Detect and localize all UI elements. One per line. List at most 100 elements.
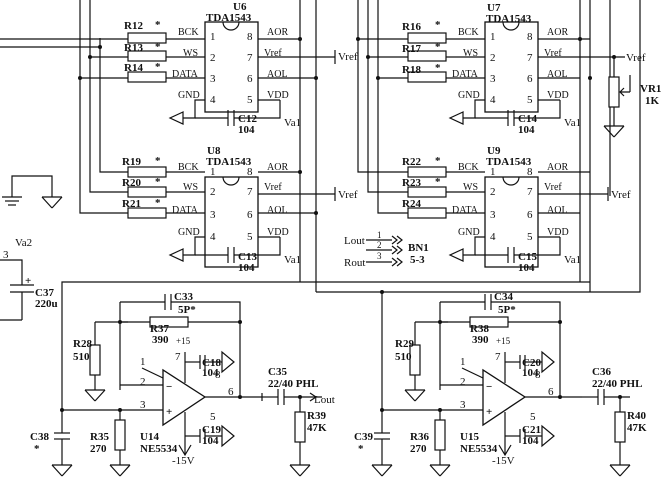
rload-label: R40 bbox=[627, 410, 646, 422]
va2-label: Va2 bbox=[15, 237, 32, 249]
chip-notch bbox=[222, 21, 240, 31]
resistor-label: R21 bbox=[122, 198, 141, 210]
pin-num: 7 bbox=[527, 186, 533, 198]
cout-value: 22/40 PHL bbox=[268, 378, 318, 390]
rgnd-value: 270 bbox=[90, 443, 107, 455]
amp-part: NE5534 bbox=[140, 443, 178, 455]
pin-ws: WS bbox=[463, 182, 478, 193]
star-mark: * bbox=[435, 62, 441, 74]
ground-icon bbox=[41, 196, 63, 209]
cf-label: C33 bbox=[174, 291, 193, 303]
pin-num: 4 bbox=[490, 94, 496, 106]
resistor-r39 bbox=[294, 411, 306, 443]
pin-vref: Vref bbox=[544, 48, 562, 59]
bn1-pin: 3 bbox=[377, 251, 382, 261]
pin-aor: AOR bbox=[547, 27, 568, 38]
c37-value: 220u bbox=[35, 298, 58, 310]
star-mark: * bbox=[155, 19, 161, 31]
cf-value: 5P* bbox=[178, 304, 196, 316]
cdec-label: C21 bbox=[522, 424, 541, 436]
pin-data: DATA bbox=[172, 69, 199, 80]
plus-mark: + bbox=[166, 406, 172, 418]
pin-aol: AOL bbox=[547, 69, 568, 80]
resistor-r37 bbox=[149, 316, 189, 328]
pin-num: 6 bbox=[527, 73, 533, 85]
pin-bck: BCK bbox=[458, 27, 479, 38]
opamp-symbol bbox=[162, 368, 207, 427]
pin-num: 1 bbox=[490, 31, 496, 43]
pin-data: DATA bbox=[452, 69, 479, 80]
star-mark: * bbox=[435, 155, 441, 167]
ground-icon bbox=[51, 464, 73, 477]
opamp-symbol bbox=[482, 368, 527, 427]
ground-icon bbox=[221, 350, 235, 374]
pin-num: 7 bbox=[495, 351, 501, 363]
rf-label: R37 bbox=[150, 323, 169, 335]
star-mark: * bbox=[155, 176, 161, 188]
ground-icon bbox=[371, 464, 393, 477]
star-mark: * bbox=[435, 176, 441, 188]
supply-va2: Va2 3 + C37 220u bbox=[0, 237, 58, 321]
pin-vdd: VDD bbox=[547, 227, 569, 238]
trimmer-vr1: Vref VR1 1K bbox=[603, 52, 661, 138]
pin-num: 1 bbox=[140, 356, 146, 368]
star-mark: * bbox=[155, 155, 161, 167]
ground-icon bbox=[168, 248, 184, 262]
pin-num: 8 bbox=[527, 31, 533, 43]
rin-value: 510 bbox=[395, 351, 412, 363]
cdec-label: C19 bbox=[202, 424, 221, 436]
pin-num: 3 bbox=[210, 73, 216, 85]
pin-vref: Vref bbox=[544, 182, 562, 193]
dac-chip-u6: U6 TDA1543 BCK WS DATA GND 1 2 3 4 8 7 6… bbox=[124, 1, 358, 136]
vr1-value: 1K bbox=[645, 95, 660, 107]
pin-num: 2 bbox=[490, 52, 496, 64]
pin-num: 1 bbox=[460, 356, 466, 368]
pin-vref: Vref bbox=[264, 182, 282, 193]
chip-body bbox=[204, 21, 259, 113]
resistor-r38 bbox=[469, 316, 509, 328]
bn1-ref: BN1 bbox=[408, 242, 429, 254]
cap-label: C15 bbox=[518, 251, 537, 263]
cdec-value: 104 bbox=[522, 435, 539, 447]
chip-ref: U7 bbox=[487, 2, 501, 14]
supply-label: Va1 bbox=[284, 117, 301, 129]
minus-mark: − bbox=[486, 381, 492, 393]
pin-bck: BCK bbox=[178, 162, 199, 173]
opamp-stage-u15: C34 5P* R38 390 R29 510 − + 1 2 3 7 8 6 … bbox=[354, 291, 647, 477]
rload-value: 47K bbox=[307, 422, 327, 434]
amp-ref: U14 bbox=[140, 431, 159, 443]
pin-data: DATA bbox=[172, 205, 199, 216]
chip-part: TDA1543 bbox=[486, 156, 532, 168]
junction-dots bbox=[60, 37, 622, 412]
ground-icon bbox=[541, 424, 555, 448]
rf-value: 390 bbox=[472, 334, 489, 346]
dac-chip-u9: U9 TDA1543 BCK WS DATA GND 1 2 3 4 8 7 6… bbox=[402, 145, 631, 274]
pin-aol: AOL bbox=[267, 69, 288, 80]
pin-num: 6 bbox=[247, 209, 253, 221]
dac-chip-u7: U7 TDA1543 BCK WS DATA GND 1 2 3 4 8 7 6… bbox=[402, 2, 625, 136]
pin-bck: BCK bbox=[458, 162, 479, 173]
vpos-label: +15 bbox=[496, 336, 511, 346]
pin-aor: AOR bbox=[267, 162, 288, 173]
pin-num: 1 bbox=[210, 166, 216, 178]
resistor-r16 bbox=[407, 32, 447, 44]
rgnd-label: R35 bbox=[90, 431, 109, 443]
cdec-value: 104 bbox=[202, 367, 219, 379]
chassis-ground bbox=[2, 175, 63, 209]
cout-label: C35 bbox=[268, 366, 287, 378]
pin-num: 6 bbox=[527, 209, 533, 221]
rload-value: 47K bbox=[627, 422, 647, 434]
pin-num: 8 bbox=[247, 166, 253, 178]
pin-vdd: VDD bbox=[547, 90, 569, 101]
pin-num: 7 bbox=[527, 52, 533, 64]
vr1-net: Vref bbox=[626, 52, 646, 64]
pin-num: 2 bbox=[490, 186, 496, 198]
bn1-rout: Rout bbox=[344, 257, 365, 269]
vref-label: Vref bbox=[338, 189, 358, 201]
cf-value: 5P* bbox=[498, 304, 516, 316]
pin-bck: BCK bbox=[178, 27, 199, 38]
cap-value: 104 bbox=[238, 124, 255, 136]
pin-num: 6 bbox=[247, 73, 253, 85]
minus-mark: − bbox=[166, 381, 172, 393]
bn1-lout: Lout bbox=[344, 235, 365, 247]
